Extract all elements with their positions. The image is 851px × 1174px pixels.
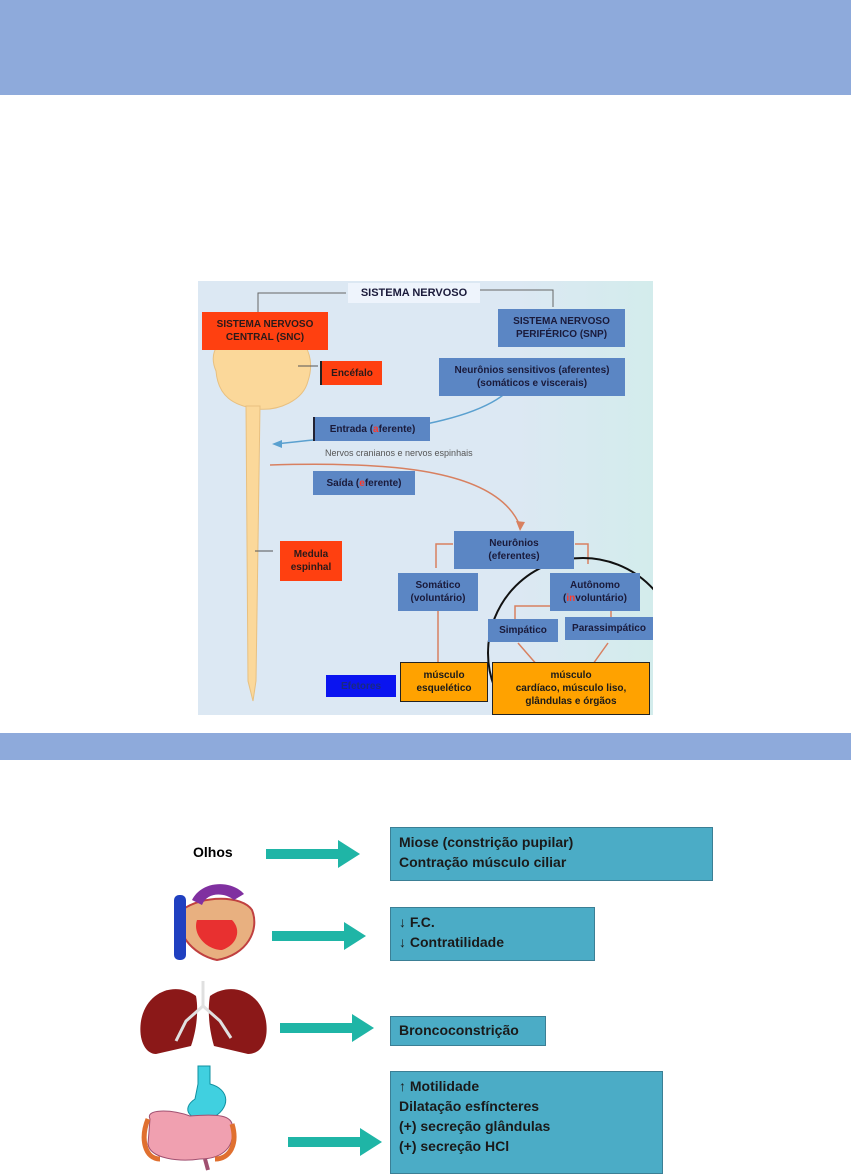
somatico-line: Somático (415, 580, 461, 591)
encefalo-box: Encéfalo (320, 361, 382, 385)
visceral-effectors-box: músculo cardíaco, músculo liso, glândula… (492, 662, 650, 715)
effect-line: ↑ Motilidade (399, 1078, 480, 1094)
digestive-system-icon (141, 1065, 237, 1171)
medula-box: Medula espinhal (280, 541, 342, 581)
snp-box: SISTEMA NERVOSO PERIFÉRICO (SNP) (498, 309, 625, 347)
sensitivos-line: Neurônios sensitivos (aferentes) (454, 365, 610, 376)
arrow-icon (280, 1014, 374, 1042)
musculo-card-line: glândulas e órgãos (525, 696, 617, 707)
saida-text: ferente) (364, 477, 402, 489)
musculo-esq-line: músculo (423, 670, 465, 681)
autonomic-box: Autônomo (involuntário) (550, 573, 640, 611)
organ-label-eyes: Olhos (193, 844, 233, 860)
autonomo-text: voluntário) (575, 593, 627, 604)
musculo-card-line: cardíaco, músculo liso, (515, 683, 627, 694)
sensitivos-line: (somáticos e viscerais) (476, 378, 588, 389)
effect-box-digestive: ↑ Motilidade Dilatação esfíncteres (+) s… (390, 1071, 663, 1174)
title-box: SISTEMA NERVOSO (348, 283, 480, 303)
snc-box: SISTEMA NERVOSO CENTRAL (SNC) (202, 312, 328, 350)
parasympathetic-box: Parassimpático (565, 617, 653, 640)
effect-line: ↓ Contratilidade (399, 934, 505, 950)
effectors-box: Efetores (326, 675, 396, 697)
section-band (0, 733, 851, 760)
sensory-neurons-box: Neurônios sensitivos (aferentes) (somáti… (439, 358, 625, 396)
heart-icon (174, 884, 256, 962)
nervous-system-diagram: SISTEMA NERVOSO SISTEMA NERVOSO CENTRAL … (198, 281, 653, 715)
arrow-icon (272, 922, 366, 950)
effect-line: (+) secreção glândulas (399, 1118, 551, 1134)
musculo-esq-line: esquelético (416, 683, 472, 694)
autonomo-line: Autônomo (570, 580, 620, 591)
lungs-icon (140, 981, 267, 1054)
arrow-icon (288, 1128, 382, 1156)
entrada-highlight: a (373, 423, 379, 435)
effect-line: Contração músculo ciliar (399, 854, 567, 870)
effect-box-heart: ↓ F.C. ↓ Contratilidade (390, 907, 595, 961)
effect-line: ↓ F.C. (399, 914, 435, 930)
entrada-text: Entrada ( (329, 423, 374, 435)
arrow-icon (266, 840, 360, 868)
effect-line: Miose (constrição pupilar) (399, 834, 574, 850)
nerves-label: Nervos cranianos e nervos espinhais (325, 448, 473, 458)
effect-line: Dilatação esfíncteres (399, 1098, 540, 1114)
efferent-neurons-box: Neurônios (eferentes) (454, 531, 574, 569)
autonomo-highlight: in (566, 593, 576, 604)
musculo-card-line: músculo (550, 670, 592, 681)
entrada-text: ferente) (378, 423, 416, 435)
effect-box-lungs: Broncoconstrição (390, 1016, 546, 1046)
saida-text: Saída ( (326, 477, 360, 489)
somatico-line: (voluntário) (410, 593, 466, 604)
autonomo-text: ( (563, 593, 567, 604)
effect-box-eyes: Miose (constrição pupilar) Contração mús… (390, 827, 713, 881)
effect-line: (+) secreção HCl (399, 1138, 510, 1154)
neuronios-line: Neurônios (489, 538, 539, 549)
sympathetic-box: Simpático (488, 619, 558, 642)
neuronios-line: (eferentes) (488, 551, 540, 562)
saida-highlight: e (359, 477, 365, 489)
effect-line: Broncoconstrição (399, 1022, 519, 1038)
somatic-box: Somático (voluntário) (398, 573, 478, 611)
header-band (0, 0, 851, 95)
skeletal-muscle-box: músculo esquelético (400, 662, 488, 702)
